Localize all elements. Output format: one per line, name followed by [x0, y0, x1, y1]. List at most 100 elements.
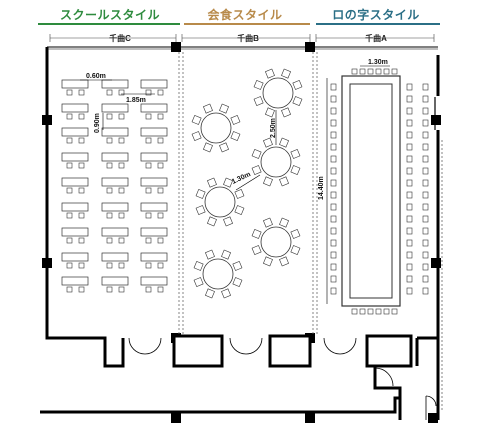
u-chair: [422, 239, 429, 247]
chair: [281, 68, 292, 79]
school-chair: [106, 162, 113, 169]
dim-line: [235, 174, 261, 191]
chair: [230, 131, 241, 142]
school-chair: [157, 89, 164, 96]
u-shape-layout: [330, 68, 429, 315]
u-chair: [330, 119, 337, 127]
u-chair: [330, 227, 337, 235]
chair: [290, 245, 301, 256]
school-desk: [61, 202, 89, 212]
u-chair: [422, 227, 429, 235]
dim-banquet-diagonal: 1.30m: [231, 171, 252, 186]
u-chair: [422, 143, 429, 151]
hall-label-c: 千曲C: [100, 33, 140, 44]
chair: [221, 288, 232, 299]
u-chair: [422, 107, 429, 115]
school-chair: [118, 262, 125, 269]
school-chair: [145, 187, 152, 194]
chair: [290, 165, 301, 176]
chair: [195, 205, 206, 216]
school-chair: [78, 137, 85, 144]
school-desk: [140, 152, 168, 162]
school-desk: [61, 127, 89, 137]
school-chair: [118, 187, 125, 194]
chair: [230, 114, 241, 125]
u-chair: [406, 263, 413, 271]
hall-label-a: 千曲A: [356, 33, 396, 44]
school-desk: [140, 252, 168, 262]
door-arc: [144, 337, 162, 355]
chair: [253, 96, 264, 107]
chair: [290, 148, 301, 159]
school-chair: [145, 113, 152, 120]
round-table: [200, 112, 232, 144]
school-chair: [145, 237, 152, 244]
u-chair: [383, 68, 390, 75]
column-0: [171, 42, 181, 52]
door-arc: [323, 337, 341, 355]
school-chair: [145, 137, 152, 144]
door-arc-corridor: [374, 367, 394, 387]
school-chair: [106, 212, 113, 219]
school-chair: [106, 137, 113, 144]
u-chair: [330, 107, 337, 115]
school-chair: [66, 286, 73, 293]
u-chair: [330, 179, 337, 187]
door-arc-small: [425, 395, 437, 407]
u-chair: [406, 167, 413, 175]
u-chair: [406, 83, 413, 91]
chair: [279, 217, 290, 228]
chair: [223, 216, 234, 227]
chair: [232, 277, 243, 288]
school-chair: [157, 262, 164, 269]
school-chair: [106, 262, 113, 269]
school-chair: [157, 286, 164, 293]
column-9: [305, 413, 315, 423]
chair: [264, 107, 275, 118]
school-chair: [106, 237, 113, 244]
u-chair: [391, 68, 398, 75]
u-chair: [351, 68, 358, 75]
banquet-table-1: [191, 103, 241, 153]
school-chair: [106, 113, 113, 120]
column-1: [305, 42, 315, 52]
school-desk: [61, 79, 89, 89]
chair: [232, 260, 243, 271]
chair: [253, 79, 264, 90]
school-chair: [66, 137, 73, 144]
dim-banquet-vertical: 2.50m: [270, 118, 277, 138]
banquet-table-2: [251, 137, 301, 187]
door-arc: [229, 337, 247, 355]
school-chair: [118, 113, 125, 120]
u-chair: [422, 191, 429, 199]
u-table-outer: [341, 75, 401, 307]
school-chair: [66, 89, 73, 96]
u-chair: [330, 155, 337, 163]
chair: [279, 256, 290, 267]
school-chair: [145, 89, 152, 96]
chair: [262, 217, 273, 228]
banquet-table-0: [253, 68, 303, 118]
school-desk: [61, 227, 89, 237]
banquet-table-3: [195, 177, 245, 227]
column-4: [431, 115, 441, 125]
school-chair: [157, 137, 164, 144]
school-desk: [140, 79, 168, 89]
chair: [251, 245, 262, 256]
school-desk: [140, 103, 168, 113]
school-chair: [78, 286, 85, 293]
u-chair: [422, 83, 429, 91]
u-chair: [406, 143, 413, 151]
u-chair: [406, 275, 413, 283]
school-chair: [78, 187, 85, 194]
column-2: [42, 115, 52, 125]
chair: [195, 188, 206, 199]
school-desk: [101, 103, 129, 113]
chair: [219, 142, 230, 153]
chair: [251, 165, 262, 176]
u-chair: [422, 203, 429, 211]
school-chair: [145, 212, 152, 219]
school-chair: [78, 237, 85, 244]
chair: [262, 137, 273, 148]
